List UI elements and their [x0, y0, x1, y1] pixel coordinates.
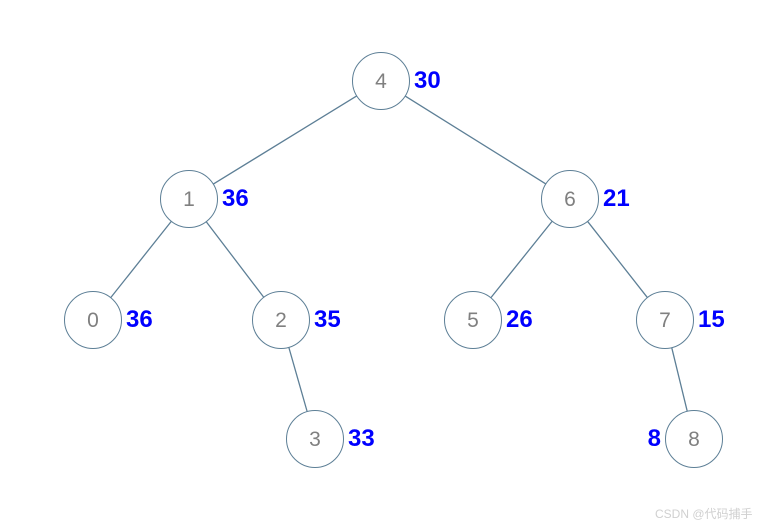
tree-edge-7-8: [671, 347, 688, 412]
tree-node-1[interactable]: 1: [160, 170, 218, 228]
tree-node-3[interactable]: 3: [286, 410, 344, 468]
tree-edge-4-1: [213, 95, 357, 185]
tree-node-label-3: 3: [309, 427, 321, 451]
tree-node-weight-0: 36: [126, 306, 153, 333]
tree-node-weight-3: 33: [348, 425, 375, 452]
tree-edge-2-3: [288, 347, 308, 412]
tree-node-weight-8: 8: [647, 425, 661, 452]
tree-node-label-5: 5: [467, 308, 479, 332]
tree-node-weight-6: 21: [603, 185, 630, 212]
tree-node-label-6: 6: [564, 187, 576, 211]
tree-edge-1-2: [205, 221, 265, 298]
tree-node-7[interactable]: 7: [636, 291, 694, 349]
tree-node-label-1: 1: [183, 187, 195, 211]
tree-node-weight-7: 15: [698, 306, 725, 333]
tree-node-label-2: 2: [275, 308, 287, 332]
tree-node-weight-5: 26: [506, 306, 533, 333]
tree-node-0[interactable]: 0: [64, 291, 122, 349]
tree-node-weight-4: 30: [414, 67, 441, 94]
tree-node-label-8: 8: [688, 427, 700, 451]
tree-node-label-4: 4: [375, 69, 387, 93]
tree-node-5[interactable]: 5: [444, 291, 502, 349]
tree-node-label-7: 7: [659, 308, 671, 332]
tree-edge-1-0: [110, 221, 172, 298]
tree-node-weight-1: 36: [222, 185, 249, 212]
csdn-watermark: CSDN @代码捕手: [655, 507, 753, 521]
tree-node-4[interactable]: 4: [352, 52, 410, 110]
tree-edge-4-6: [404, 95, 547, 185]
tree-node-weight-2: 35: [314, 306, 341, 333]
tree-node-6[interactable]: 6: [541, 170, 599, 228]
tree-node-8[interactable]: 8: [665, 410, 723, 468]
tree-node-label-0: 0: [87, 308, 99, 332]
tree-node-2[interactable]: 2: [252, 291, 310, 349]
tree-edge-6-5: [490, 220, 553, 299]
tree-edge-6-7: [587, 221, 648, 298]
